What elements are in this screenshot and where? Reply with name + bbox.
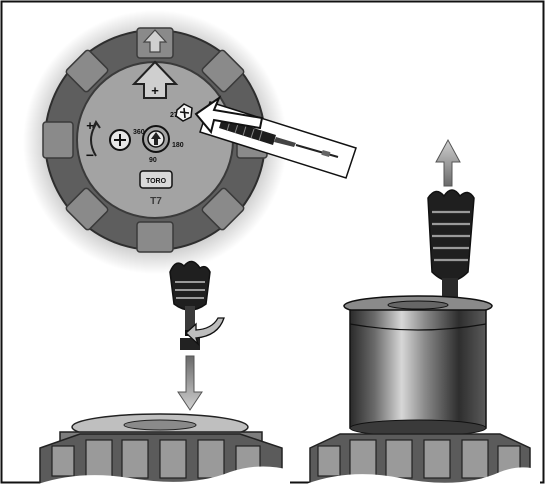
model-label: T7 xyxy=(150,196,162,207)
riser-cylinder xyxy=(344,296,492,436)
arc-label-90: 90 xyxy=(149,157,157,164)
dial-plus-label: + xyxy=(151,83,159,98)
arc-label-180: 180 xyxy=(172,142,184,149)
sprinkler-body-raised xyxy=(306,434,540,484)
adjust-plus-label: + xyxy=(86,118,94,133)
arc-label-360: 360 xyxy=(133,129,145,136)
logo-text: TORO xyxy=(146,178,167,185)
adjust-minus-label: − xyxy=(86,147,94,163)
